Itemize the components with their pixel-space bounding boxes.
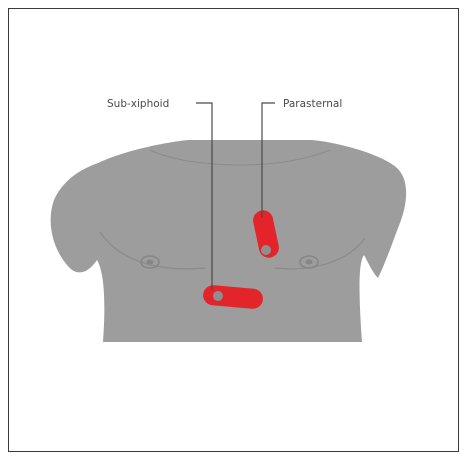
parasternal-label: Parasternal [283,98,342,110]
torso-silhouette [51,140,407,342]
subxiphoid-label: Sub-xiphoid [107,98,169,110]
